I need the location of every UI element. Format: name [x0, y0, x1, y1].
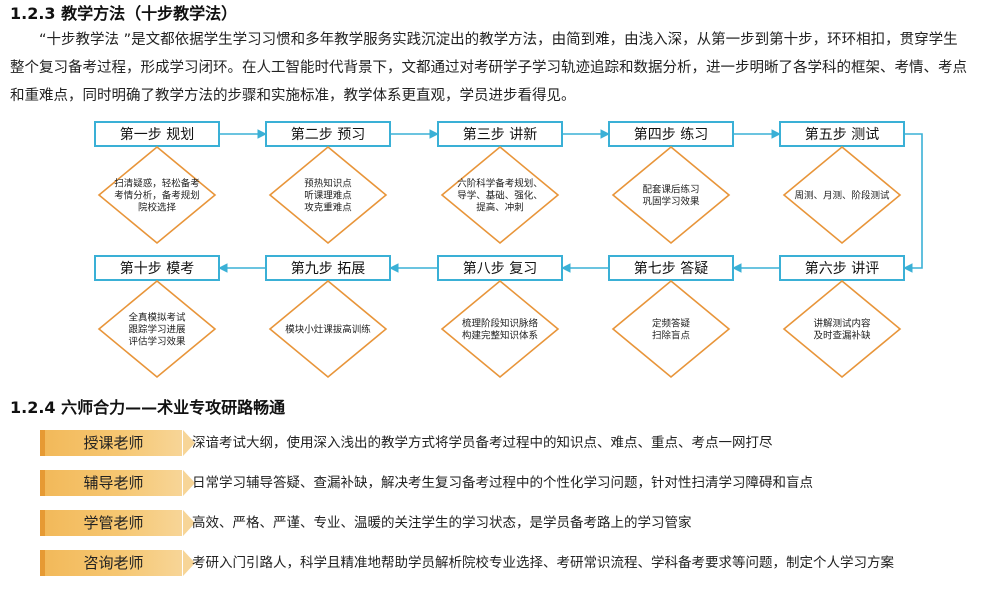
role-arrow-icon — [183, 430, 195, 456]
step-description: 讲解测试内容 — [813, 318, 871, 330]
role-arrow-icon — [183, 470, 195, 496]
step-description: 及时查漏补缺 — [813, 330, 871, 342]
step-box — [608, 255, 734, 281]
step-diamond — [268, 145, 388, 245]
step-label: 第七步 答疑 — [634, 260, 708, 277]
step-description: 导学、基础、强化、 — [457, 190, 543, 202]
step-description: 六阶科学备考规划、 — [457, 178, 543, 190]
step-diamond — [440, 145, 560, 245]
step-diamond — [782, 279, 902, 379]
step-box — [608, 121, 734, 147]
step-diamond — [97, 145, 217, 245]
step-diamond — [611, 279, 731, 379]
step-label: 第六步 讲评 — [805, 260, 879, 277]
step-description: 巩固学习效果 — [642, 196, 700, 208]
step-description: 构建完整知识体系 — [462, 330, 538, 342]
role-row: 学管老师 高效、严格、严谨、专业、温暖的关注学生的学习状态，是学员备考路上的学习… — [40, 508, 970, 548]
step-label: 第一步 规划 — [120, 126, 194, 143]
role-tag: 学管老师 — [40, 510, 182, 536]
role-arrow-icon — [183, 550, 195, 576]
step-diamond — [782, 145, 902, 245]
step-description: 模块小灶课拔高训练 — [285, 324, 371, 336]
step-label: 第九步 拓展 — [291, 260, 365, 277]
step-description: 评估学习效果 — [128, 336, 186, 348]
step-description: 周测、月测、阶段测试 — [794, 190, 890, 202]
step-description: 全真模拟考试 — [128, 312, 186, 324]
role-description: 日常学习辅导答疑、查漏补缺，解决考生复习备考过程中的个性化学习问题，针对性扫清学… — [192, 475, 813, 491]
step-description: 扫清疑惑，轻松备考 — [114, 178, 200, 190]
intro-text: “十步教学法 ”是文都依据学生学习习惯和多年教学服务实践沉淀出的教学方法，由简到… — [10, 32, 967, 104]
role-row: 授课老师 深谙考试大纲，使用深入浅出的教学方式将学员备考过程中的知识点、难点、重… — [40, 428, 970, 468]
step-description: 院校选择 — [138, 202, 177, 214]
step-description: 梳理阶段知识脉络 — [462, 318, 539, 330]
step-description: 听课理难点 — [304, 191, 352, 202]
step-label: 第二步 预习 — [291, 126, 365, 143]
section-title-teaching-method: 1.2.3 教学方法（十步教学法） — [10, 4, 238, 23]
step-box — [265, 121, 391, 147]
role-arrow-icon — [183, 510, 195, 536]
step-description: 跟踪学习进展 — [128, 324, 186, 336]
step-description: 配套课后练习 — [642, 184, 699, 196]
role-description: 考研入门引路人，科学且精准地帮助学员解析院校专业选择、考研常识流程、学科备考要求… — [192, 555, 894, 571]
intro-paragraph: “十步教学法 ”是文都依据学生学习习惯和多年教学服务实践沉淀出的教学方法，由简到… — [10, 26, 972, 110]
step-label: 第八步 复习 — [463, 260, 537, 277]
step-description: 扫除盲点 — [652, 330, 691, 342]
role-description: 高效、严格、严谨、专业、温暖的关注学生的学习状态，是学员备考路上的学习管家 — [192, 515, 692, 531]
step-label: 第五步 测试 — [805, 126, 879, 143]
role-row: 辅导老师 日常学习辅导答疑、查漏补缺，解决考生复习备考过程中的个性化学习问题，针… — [40, 468, 970, 508]
step-description: 攻克重难点 — [304, 202, 352, 214]
role-description: 深谙考试大纲，使用深入浅出的教学方式将学员备考过程中的知识点、难点、重点、考点一… — [192, 435, 773, 451]
step-label: 第四步 练习 — [634, 126, 708, 143]
flow-return-arrow — [903, 133, 923, 273]
role-tag: 辅导老师 — [40, 470, 182, 496]
step-diamond — [97, 279, 217, 379]
step-description: 定频答疑 — [652, 318, 691, 330]
role-tag: 咨询老师 — [40, 550, 182, 576]
teacher-roles-list: 授课老师 深谙考试大纲，使用深入浅出的教学方式将学员备考过程中的知识点、难点、重… — [40, 428, 970, 588]
step-diamond — [440, 279, 560, 379]
step-label: 第十步 模考 — [120, 260, 194, 277]
role-row: 咨询老师 考研入门引路人，科学且精准地帮助学员解析院校专业选择、考研常识流程、学… — [40, 548, 970, 588]
step-description: 考情分析，备考规划 — [114, 190, 200, 202]
step-diamond — [268, 279, 388, 379]
step-description: 预热知识点 — [304, 178, 352, 190]
section-title-six-teachers: 1.2.4 六师合力——术业专攻研路畅通 — [10, 398, 286, 417]
step-diamond — [611, 145, 731, 245]
step-description: 提高、冲刺 — [476, 202, 524, 214]
step-label: 第三步 讲新 — [463, 126, 537, 143]
role-tag: 授课老师 — [40, 430, 182, 456]
